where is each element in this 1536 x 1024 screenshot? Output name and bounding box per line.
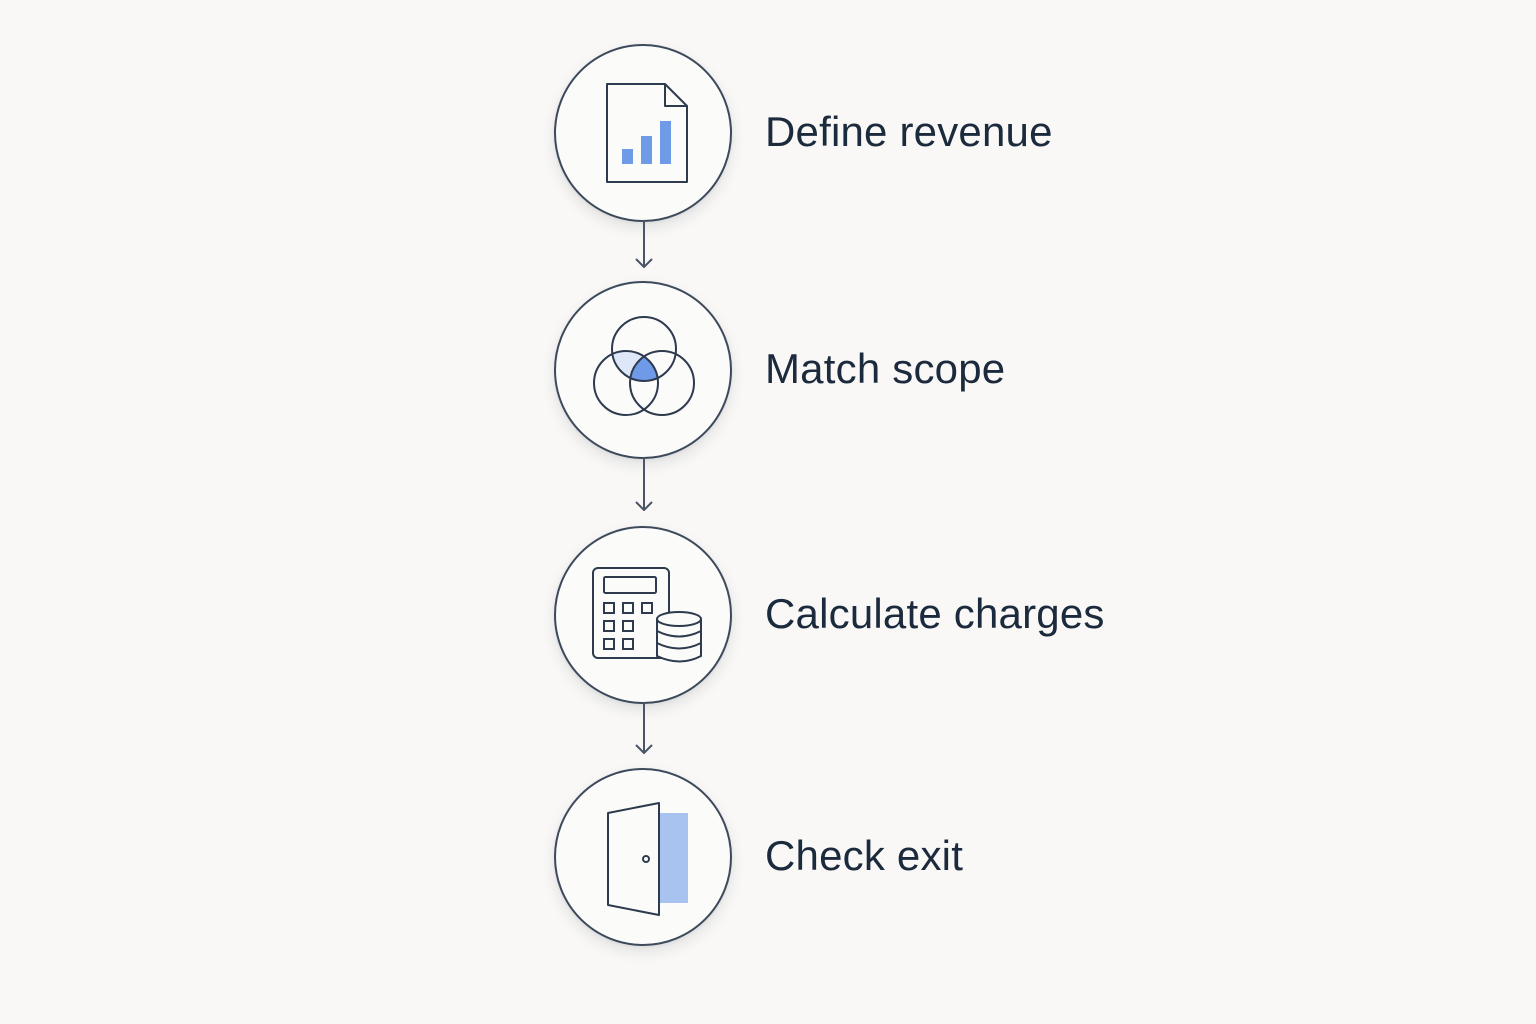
step-label: Calculate charges	[765, 590, 1105, 637]
step-circle	[554, 281, 732, 459]
step-circle	[554, 768, 732, 946]
door-exit-icon	[607, 802, 688, 916]
step-label: Check exit	[765, 832, 964, 879]
down-arrow-connector	[634, 702, 654, 756]
step-circle	[554, 44, 732, 222]
flow-step-match-scope: Match scope	[554, 281, 1114, 459]
step-label: Define revenue	[765, 108, 1053, 155]
document-bar-chart-icon	[606, 83, 688, 183]
venn-diagram-icon	[593, 316, 695, 416]
step-label: Match scope	[765, 345, 1006, 392]
down-arrow-connector	[634, 220, 654, 270]
flow-step-calculate-charges: Calculate charges	[554, 526, 1114, 704]
down-arrow-connector	[634, 457, 654, 513]
flow-step-check-exit: Check exit	[554, 768, 1114, 946]
step-circle	[554, 526, 732, 704]
calculator-coins-icon	[592, 567, 702, 663]
flow-step-define-revenue: Define revenue	[554, 44, 1114, 222]
